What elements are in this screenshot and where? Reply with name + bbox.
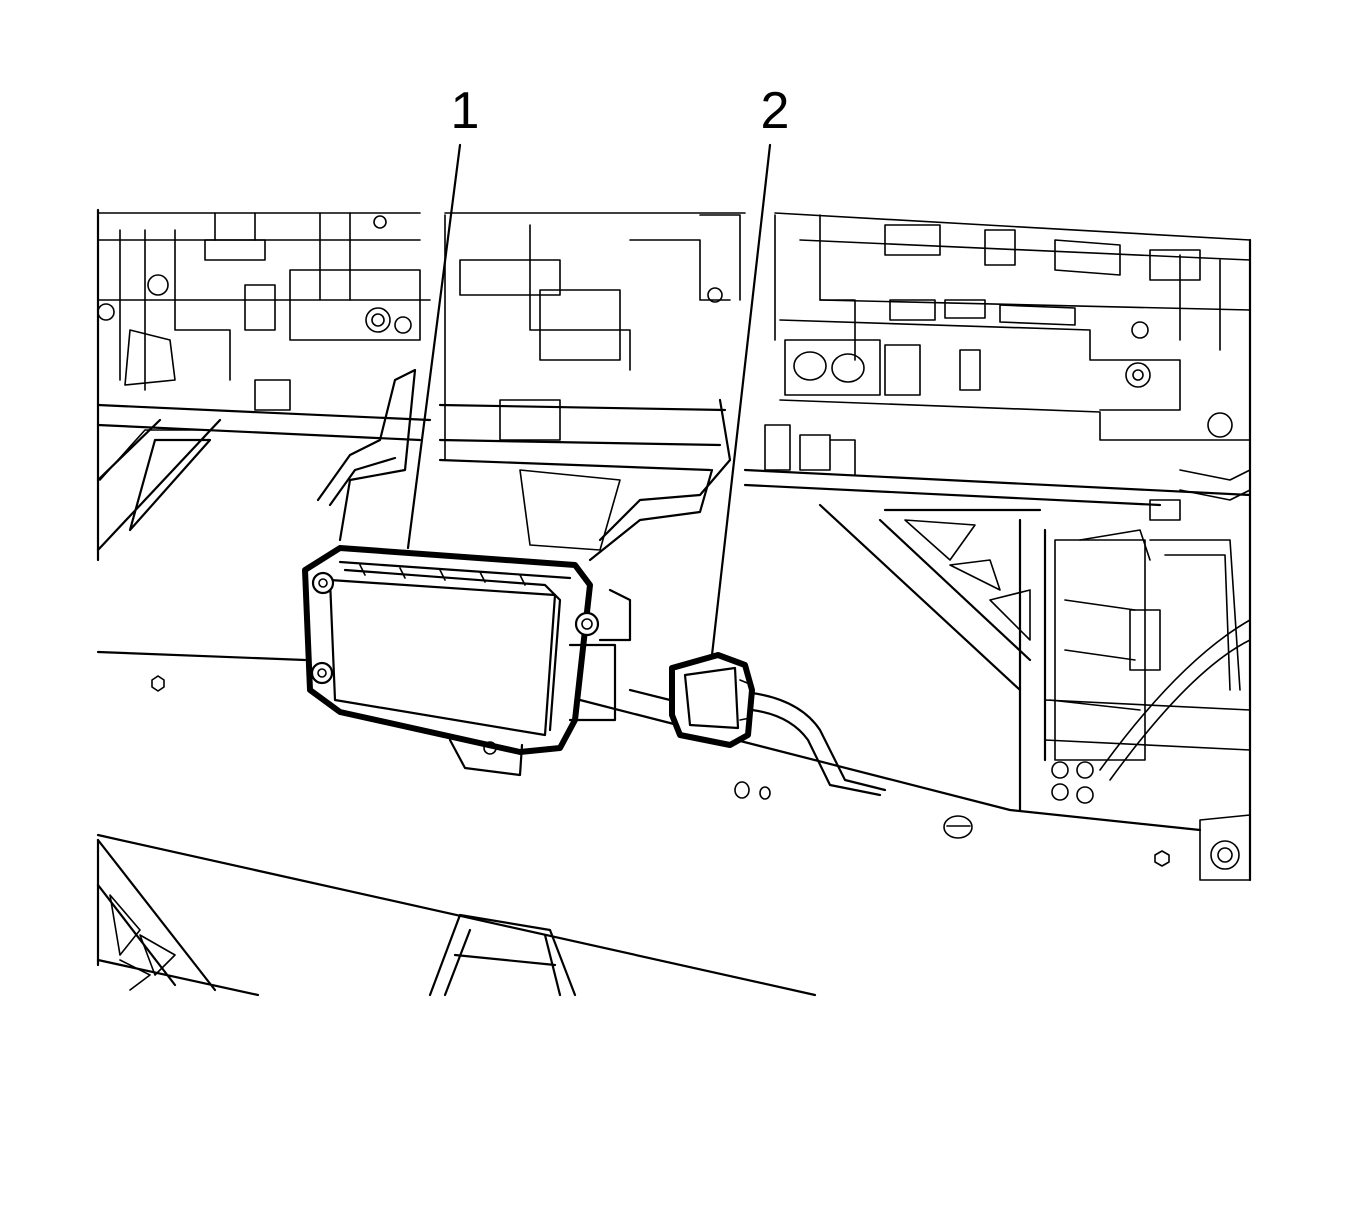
callout-label-2: 2 — [761, 82, 790, 140]
leader-line-1 — [406, 143, 462, 550]
module-part-1 — [302, 545, 617, 777]
callout-leaders — [406, 143, 772, 657]
connector-part-2 — [669, 652, 887, 797]
callout-label-1: 1 — [451, 82, 480, 140]
leader-line-2 — [710, 143, 772, 657]
background-structure — [96, 208, 1252, 997]
